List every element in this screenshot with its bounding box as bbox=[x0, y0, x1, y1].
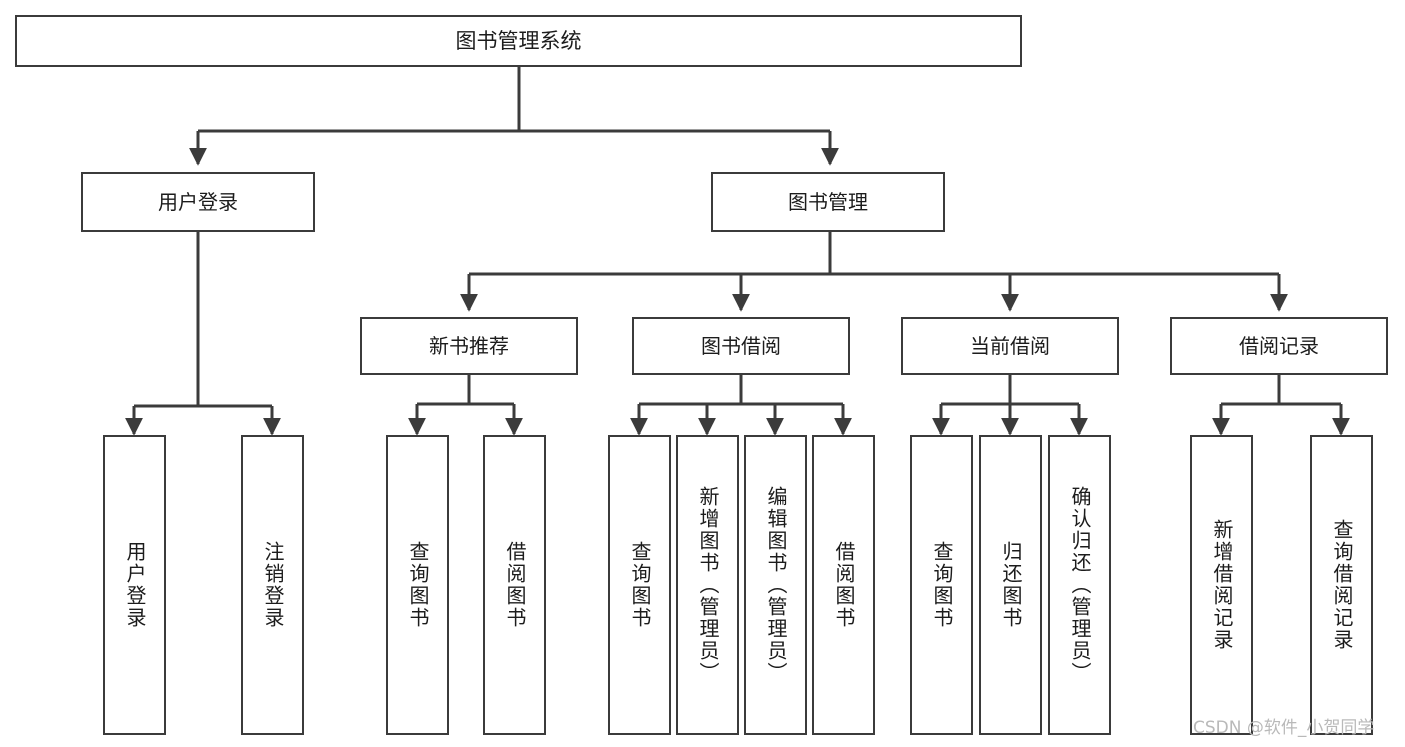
leaf-book-borrow-edit-label: 编辑图书（管理员） bbox=[764, 486, 788, 684]
leaf-user-login-signin-label: 用户登录 bbox=[123, 541, 147, 629]
leaf-current-borrow-return-label: 归还图书 bbox=[999, 541, 1023, 629]
node-user-login-label: 用户登录 bbox=[158, 189, 238, 214]
leaf-borrow-record-query-label: 查询借阅记录 bbox=[1330, 519, 1354, 651]
leaf-user-login-signout-label: 注销登录 bbox=[261, 541, 285, 629]
node-user-login[interactable]: 用户登录 bbox=[81, 172, 315, 232]
node-root-label: 图书管理系统 bbox=[455, 28, 582, 53]
leaf-book-borrow-query-label: 查询图书 bbox=[628, 541, 652, 629]
node-borrow-record-label: 借阅记录 bbox=[1239, 333, 1319, 358]
leaf-user-login-signin[interactable]: 用户登录 bbox=[103, 435, 166, 735]
leaf-borrow-record-add[interactable]: 新增借阅记录 bbox=[1190, 435, 1253, 735]
leaf-new-book-borrow[interactable]: 借阅图书 bbox=[483, 435, 546, 735]
node-current-borrow-label: 当前借阅 bbox=[970, 333, 1050, 358]
leaf-book-borrow-lend[interactable]: 借阅图书 bbox=[812, 435, 875, 735]
node-book-borrow[interactable]: 图书借阅 bbox=[632, 317, 850, 375]
leaf-current-borrow-confirm-label: 确认归还（管理员） bbox=[1068, 486, 1092, 684]
node-borrow-record[interactable]: 借阅记录 bbox=[1170, 317, 1388, 375]
leaf-book-borrow-lend-label: 借阅图书 bbox=[832, 541, 856, 629]
leaf-borrow-record-add-label: 新增借阅记录 bbox=[1210, 519, 1234, 651]
node-root[interactable]: 图书管理系统 bbox=[15, 15, 1022, 67]
watermark: CSDN @软件_小贺同学 bbox=[1193, 718, 1375, 738]
leaf-current-borrow-return[interactable]: 归还图书 bbox=[979, 435, 1042, 735]
leaf-new-book-borrow-label: 借阅图书 bbox=[503, 541, 527, 629]
leaf-book-borrow-add-label: 新增图书（管理员） bbox=[696, 486, 720, 684]
node-new-book-recommend-label: 新书推荐 bbox=[429, 333, 509, 358]
node-new-book-recommend[interactable]: 新书推荐 bbox=[360, 317, 578, 375]
node-book-borrow-label: 图书借阅 bbox=[701, 333, 781, 358]
leaf-book-borrow-add[interactable]: 新增图书（管理员） bbox=[676, 435, 739, 735]
leaf-new-book-query[interactable]: 查询图书 bbox=[386, 435, 449, 735]
leaf-new-book-query-label: 查询图书 bbox=[406, 541, 430, 629]
leaf-current-borrow-query-label: 查询图书 bbox=[930, 541, 954, 629]
leaf-current-borrow-query[interactable]: 查询图书 bbox=[910, 435, 973, 735]
leaf-book-borrow-edit[interactable]: 编辑图书（管理员） bbox=[744, 435, 807, 735]
node-current-borrow[interactable]: 当前借阅 bbox=[901, 317, 1119, 375]
leaf-book-borrow-query[interactable]: 查询图书 bbox=[608, 435, 671, 735]
leaf-user-login-signout[interactable]: 注销登录 bbox=[241, 435, 304, 735]
node-book-management-label: 图书管理 bbox=[788, 189, 868, 214]
leaf-current-borrow-confirm[interactable]: 确认归还（管理员） bbox=[1048, 435, 1111, 735]
leaf-borrow-record-query[interactable]: 查询借阅记录 bbox=[1310, 435, 1373, 735]
node-book-management[interactable]: 图书管理 bbox=[711, 172, 945, 232]
